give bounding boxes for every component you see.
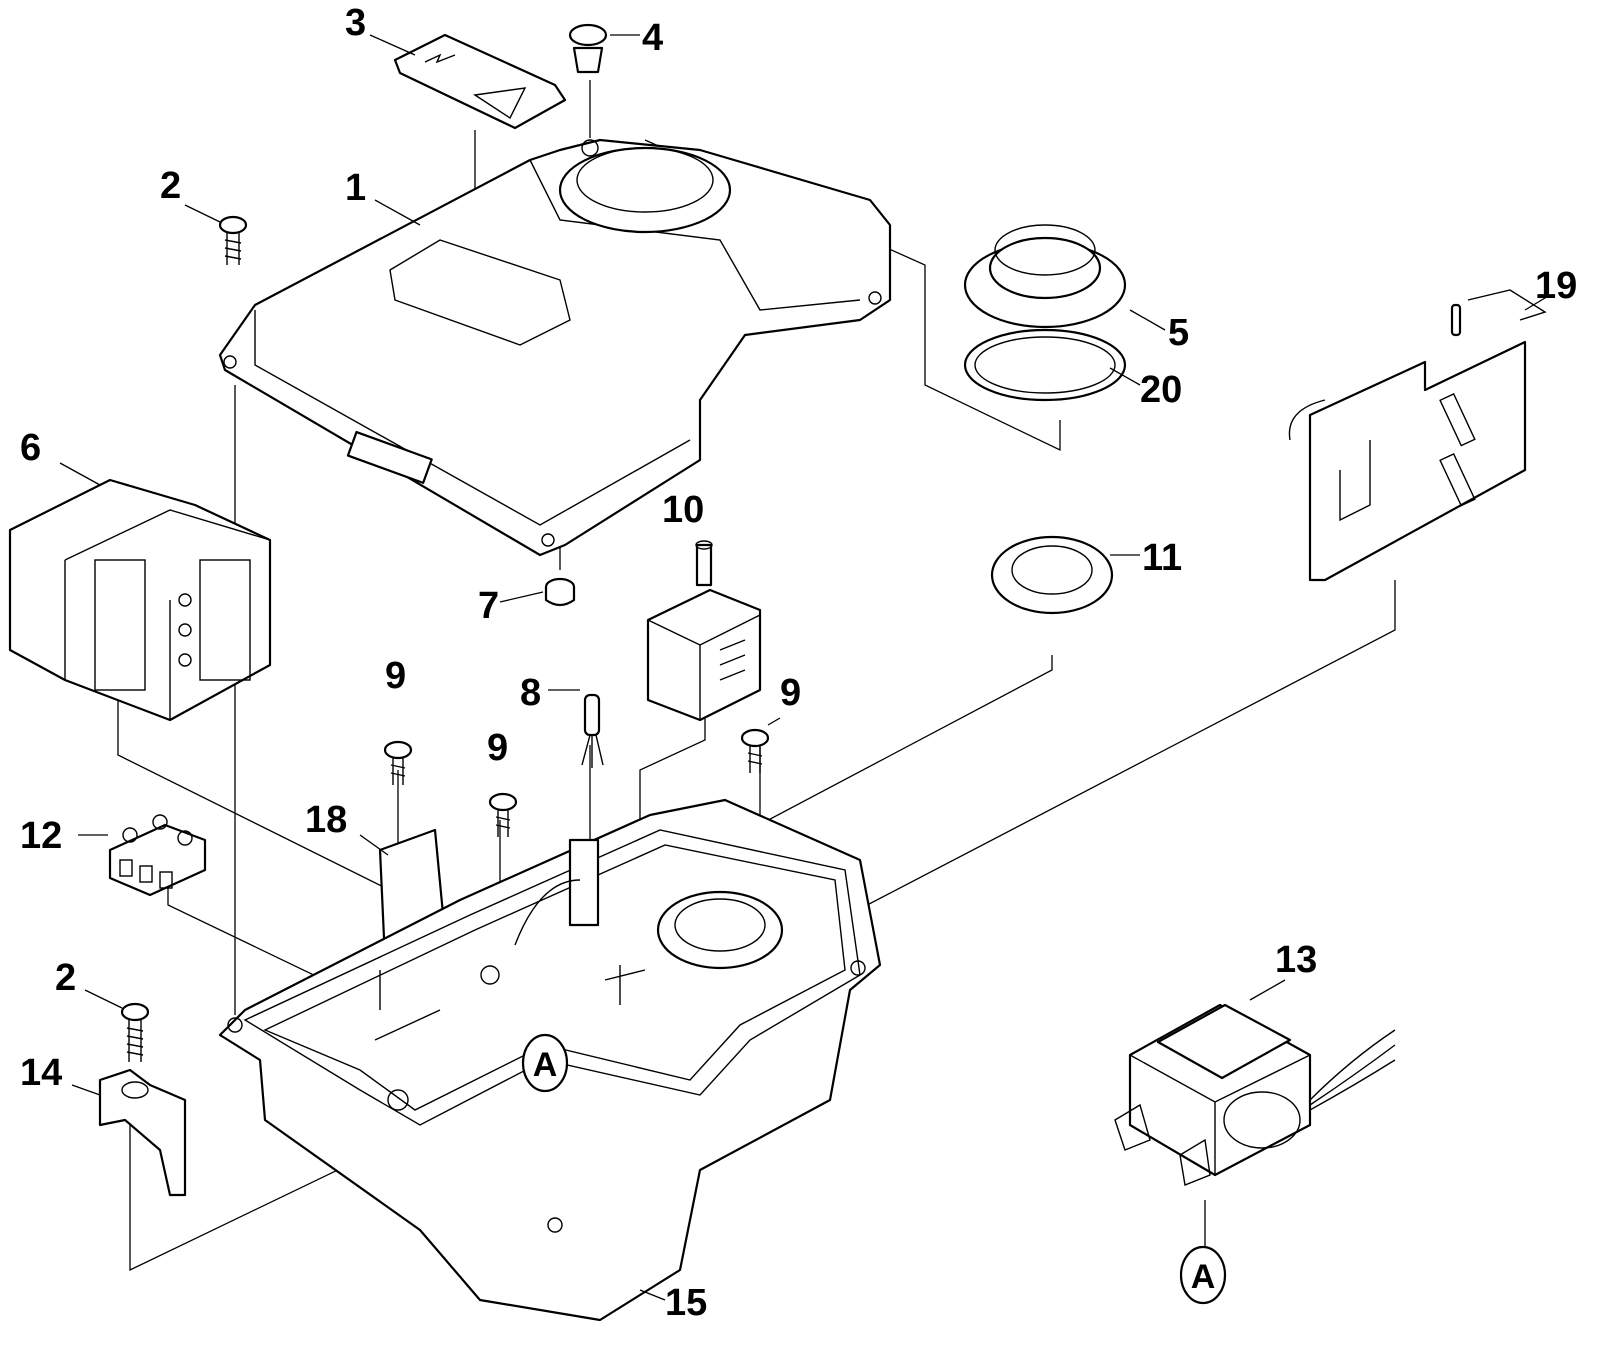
- reference-mark-a-housing: A: [521, 1033, 569, 1093]
- part-knob[interactable]: [963, 224, 1127, 329]
- reference-mark-a-transformer: A: [1179, 1245, 1227, 1305]
- part-indicator-lamp[interactable]: [581, 693, 604, 768]
- part-grommet[interactable]: [544, 577, 576, 607]
- part-screw-9c[interactable]: [740, 728, 770, 773]
- part-cover[interactable]: [218, 138, 892, 557]
- part-screw-9b[interactable]: [488, 792, 518, 837]
- callout-19: 19: [1535, 265, 1577, 307]
- callout-5: 5: [1168, 312, 1189, 354]
- part-cable-clamp[interactable]: [98, 1068, 187, 1197]
- part-circuit-board[interactable]: [1288, 289, 1547, 582]
- callout-8: 8: [520, 672, 541, 714]
- part-screw-top[interactable]: [218, 215, 248, 265]
- callout-3: 3: [345, 2, 366, 44]
- part-terminal-block[interactable]: [108, 814, 207, 897]
- reference-letter: A: [533, 1046, 558, 1084]
- callout-1: 1: [345, 167, 366, 209]
- callout-7: 7: [478, 585, 499, 627]
- callout-12: 12: [20, 815, 62, 857]
- callout-2-bottom: 2: [55, 957, 76, 999]
- callout-4: 4: [642, 17, 663, 59]
- part-warning-label[interactable]: [393, 33, 567, 130]
- part-screw-9a[interactable]: [383, 740, 413, 785]
- callout-labels: 3 4 1 2 5 20 19 6 7 10 11 8 9 9 9 12 18 …: [20, 2, 1577, 1324]
- callout-14: 14: [20, 1052, 62, 1094]
- part-plug[interactable]: [568, 23, 608, 74]
- callout-2-top: 2: [160, 165, 181, 207]
- part-screw-bottom[interactable]: [120, 1002, 150, 1062]
- callout-10: 10: [662, 489, 704, 531]
- callout-9c: 9: [780, 672, 801, 714]
- callout-13: 13: [1275, 939, 1317, 981]
- part-seal[interactable]: [990, 535, 1114, 615]
- callout-9a: 9: [385, 655, 406, 697]
- part-transformer[interactable]: [1114, 1003, 1396, 1186]
- callout-20: 20: [1140, 369, 1182, 411]
- callout-11: 11: [1142, 537, 1182, 579]
- callout-18: 18: [305, 799, 347, 841]
- part-selector-switch[interactable]: [646, 540, 762, 722]
- reference-letter: A: [1191, 1258, 1216, 1296]
- callout-15: 15: [665, 1282, 707, 1324]
- part-contactor[interactable]: [8, 478, 272, 722]
- callout-6: 6: [20, 427, 41, 469]
- callout-9b: 9: [487, 727, 508, 769]
- part-o-ring[interactable]: [963, 328, 1127, 402]
